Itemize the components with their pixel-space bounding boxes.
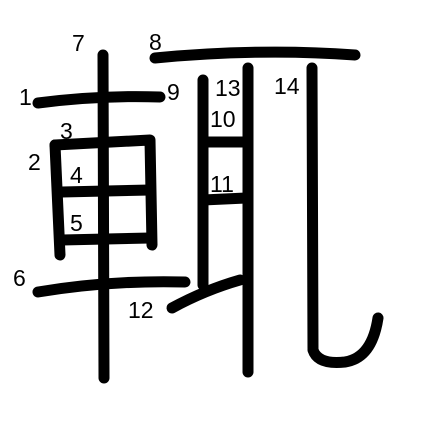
stroke-number-3: 3	[60, 118, 73, 144]
stroke-number-5: 5	[70, 210, 83, 236]
stroke-number-10: 10	[210, 106, 236, 132]
stroke-number-12: 12	[128, 297, 154, 323]
stroke-number-6: 6	[13, 265, 26, 291]
stroke-number-1: 1	[19, 84, 32, 110]
stroke-6	[32, 276, 191, 298]
stroke-number-14: 14	[274, 73, 300, 99]
stroke-number-4: 4	[70, 162, 83, 188]
stroke-number-8: 8	[149, 29, 162, 55]
stroke-8	[149, 46, 361, 64]
stroke-7	[97, 49, 110, 384]
stroke-number-11: 11	[210, 171, 234, 197]
stroke-14	[306, 62, 384, 368]
stroke-3	[49, 134, 158, 251]
stroke-number-9: 9	[167, 79, 180, 105]
stroke-number-2: 2	[28, 149, 41, 175]
stroke-number-13: 13	[215, 75, 241, 101]
stroke-12	[166, 274, 246, 314]
stroke-11	[197, 192, 252, 206]
stroke-number-7: 7	[72, 30, 85, 56]
